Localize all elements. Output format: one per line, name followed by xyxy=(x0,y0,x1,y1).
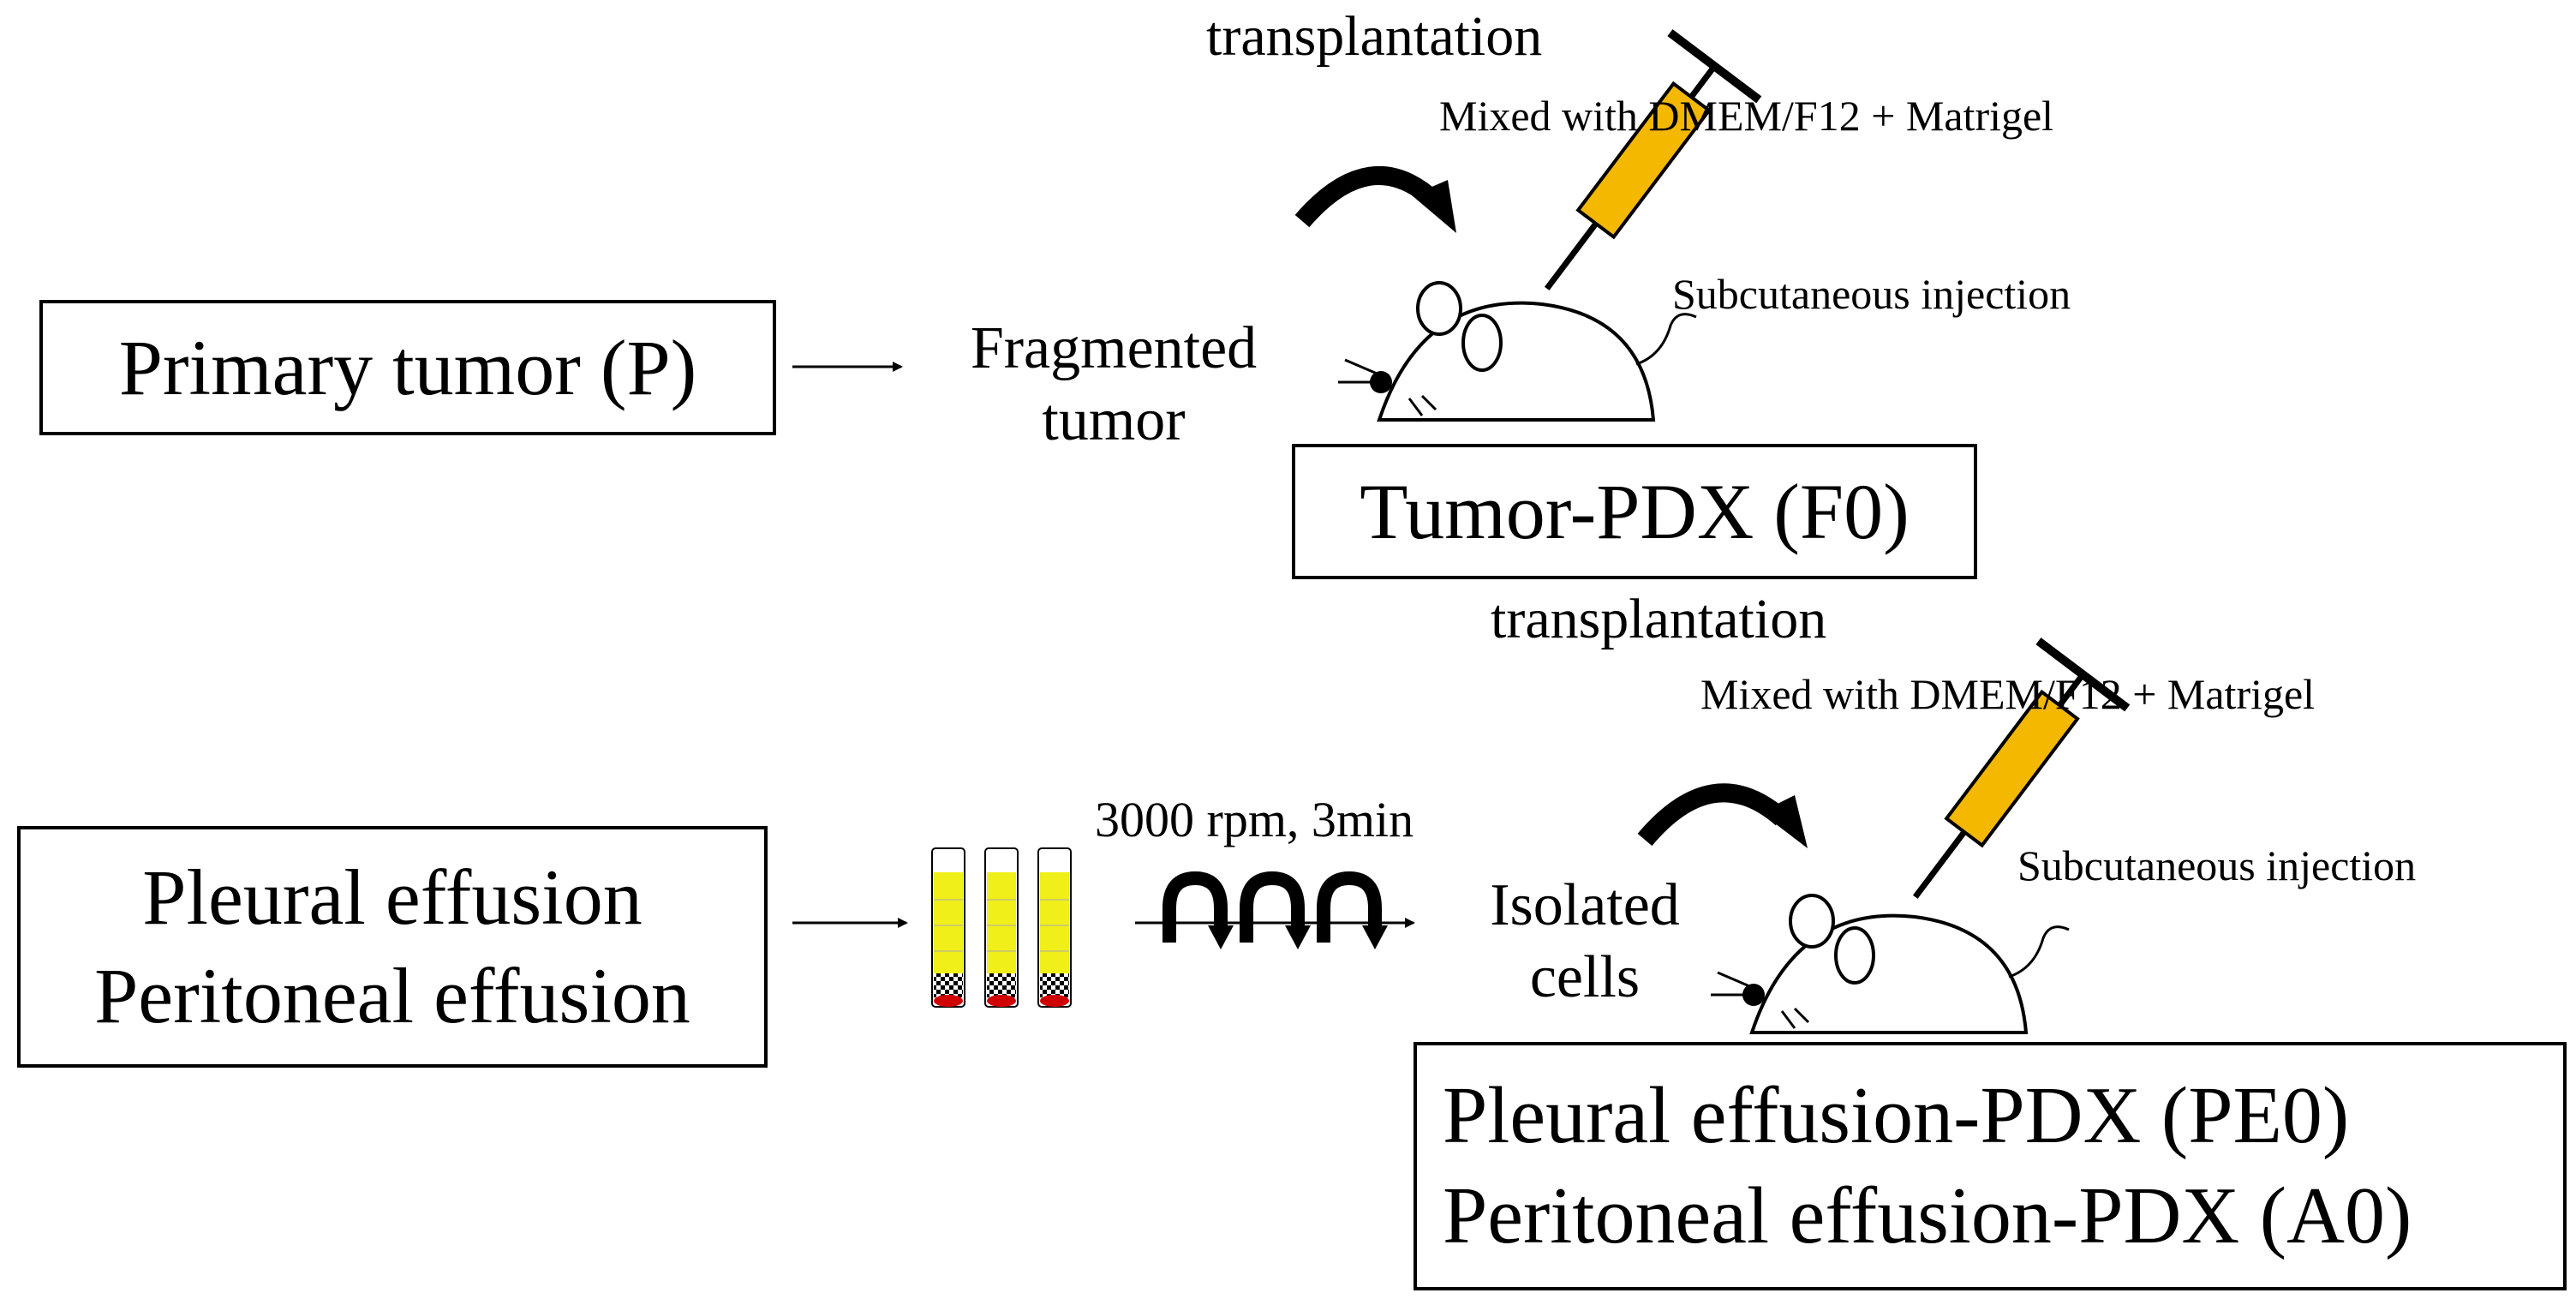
effusion-pdx-line2: Peritoneal effusion-PDX (A0) xyxy=(1443,1171,2412,1260)
primary-tumor-label: Primary tumor (P) xyxy=(118,324,697,411)
tube-icon-1 xyxy=(931,847,965,1008)
tube-icon-3 xyxy=(1037,847,1072,1008)
effusion-box: Pleural effusion Peritoneal effusion xyxy=(17,826,768,1068)
centrifuge-label: 3000 rpm, 3min xyxy=(1095,792,1414,847)
subcutaneous-label-bottom: Subcutaneous injection xyxy=(2017,841,2417,889)
fragmented-tumor-label: Fragmented tumor xyxy=(934,313,1294,457)
mixed-label-top: Mixed with DMEM/F12 + Matrigel xyxy=(1439,92,2054,140)
primary-tumor-box: Primary tumor (P) xyxy=(39,300,776,435)
isolated-cells-label: Isolated cells xyxy=(1456,870,1713,1014)
effusion-pdx-line1: Pleural effusion-PDX (PE0) xyxy=(1443,1070,2350,1160)
syringe-icon-bottom xyxy=(1912,638,2131,899)
fragmented-line2: tumor xyxy=(1042,387,1186,453)
tumor-pdx-box: Tumor-PDX (F0) xyxy=(1292,444,1977,579)
mixed-label-bottom: Mixed with DMEM/F12 + Matrigel xyxy=(1700,670,2316,718)
fragmented-line1: Fragmented xyxy=(970,315,1258,381)
transplantation-label-top: transplantation xyxy=(1206,5,1543,68)
syringe-icon-top xyxy=(1544,29,1762,290)
effusion-line1: Pleural effusion xyxy=(142,853,643,941)
mouse-icon-bottom xyxy=(1711,894,2070,1034)
curved-arrow-bottom xyxy=(1637,783,1808,848)
isolated-line2: cells xyxy=(1529,944,1641,1010)
subcutaneous-label-top: Subcutaneous injection xyxy=(1672,270,2071,318)
effusion-pdx-box: Pleural effusion-PDX (PE0) Peritoneal ef… xyxy=(1414,1042,2567,1290)
transplantation-label-middle: transplantation xyxy=(1491,588,1827,650)
isolated-line1: Isolated xyxy=(1490,872,1680,938)
curved-arrow-top xyxy=(1294,166,1456,233)
mouse-icon-top xyxy=(1338,281,1697,422)
tumor-pdx-label: Tumor-PDX (F0) xyxy=(1360,468,1910,555)
effusion-line2: Peritoneal effusion xyxy=(94,952,690,1039)
tube-icon-2 xyxy=(984,847,1019,1008)
tube-icons xyxy=(931,847,1072,1008)
centrifuge-arrow xyxy=(1135,871,1415,949)
